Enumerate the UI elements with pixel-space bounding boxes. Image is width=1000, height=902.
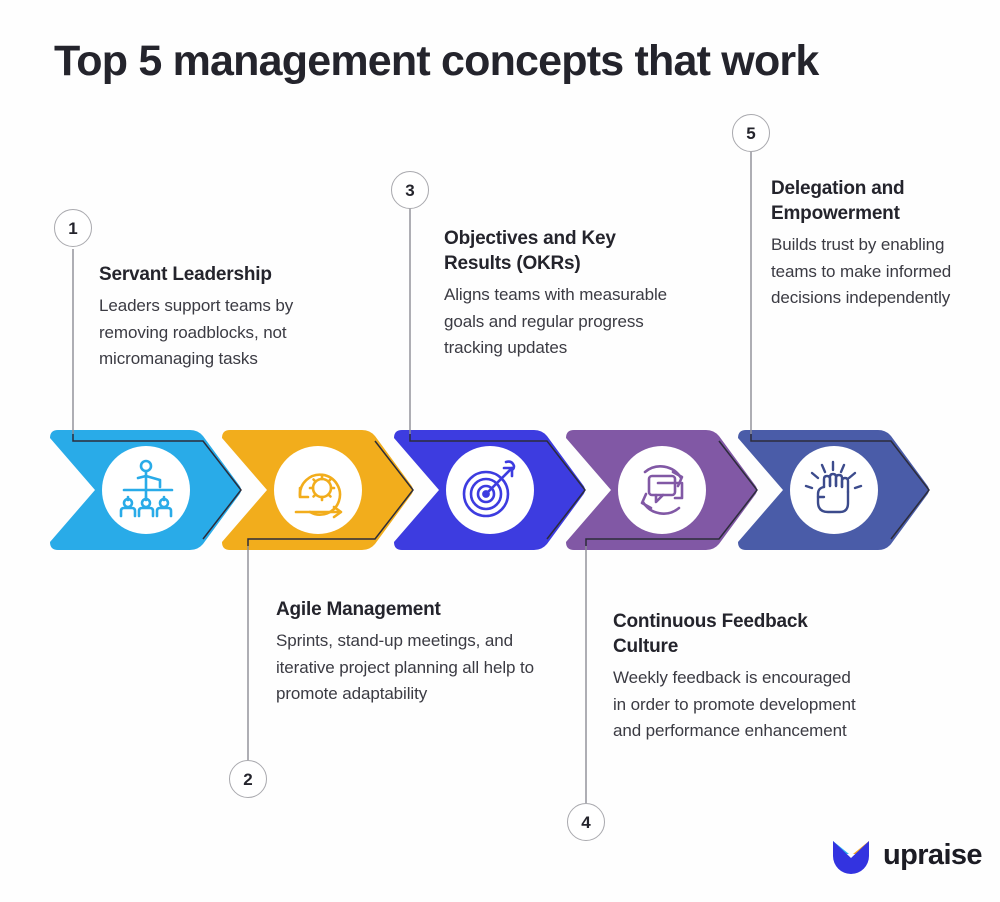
upraise-logo-mark: [833, 841, 869, 874]
step-badge-number: 4: [581, 812, 591, 832]
step-title-1: Servant Leadership: [99, 264, 272, 285]
upraise-logo[interactable]: upraise: [828, 832, 983, 878]
step-badge-number: 5: [746, 123, 756, 143]
step-text-3: Objectives and Key Results (OKRs) Aligns…: [444, 226, 676, 362]
step-text-2: Agile Management Sprints, stand-up meeti…: [276, 597, 538, 708]
step-title-4: Continuous Feedback Culture: [613, 611, 808, 658]
step-title-3: Objectives and Key Results (OKRs): [444, 228, 616, 275]
connector-3-trace: [409, 434, 586, 540]
chevron-step-4[interactable]: [566, 430, 757, 550]
step-badge-5[interactable]: 5: [732, 114, 770, 152]
upraise-wordmark: upraise: [883, 838, 983, 871]
chevron-step-5[interactable]: [738, 430, 929, 550]
step-text-1: Servant Leadership Leaders support teams…: [99, 262, 339, 373]
step-title-5: Delegation and Empowerment: [771, 178, 905, 225]
step-body-1: Leaders support teams by removing roadbl…: [99, 296, 294, 369]
step-body-5: Builds trust by enabling teams to make i…: [771, 235, 952, 308]
step-text-5: Delegation and Empowerment Builds trust …: [771, 176, 983, 312]
connector-4-trace: [585, 440, 758, 546]
step-text-4: Continuous Feedback Culture Weekly feedb…: [613, 609, 861, 745]
step-body-4: Weekly feedback is encouraged in order t…: [613, 668, 856, 741]
chevron-step-2[interactable]: [222, 430, 413, 550]
step-badge-2[interactable]: 2: [229, 760, 267, 798]
page-title: Top 5 management concepts that work: [54, 37, 819, 85]
step-title-2: Agile Management: [276, 599, 441, 620]
connector-1-trace: [72, 434, 242, 540]
step-badge-number: 3: [405, 180, 415, 200]
connector-5-trace: [750, 434, 930, 540]
chevron-step-3[interactable]: [394, 430, 585, 550]
chevron-step-1[interactable]: [50, 430, 241, 550]
step-badge-1[interactable]: 1: [54, 209, 92, 247]
step-body-3: Aligns teams with measurable goals and r…: [444, 285, 668, 358]
step-badge-number: 2: [243, 769, 253, 789]
step-badge-3[interactable]: 3: [391, 171, 429, 209]
step-badge-number: 1: [68, 218, 78, 238]
connector-2-trace: [247, 440, 414, 546]
step-body-2: Sprints, stand-up meetings, and iterativ…: [276, 631, 534, 704]
step-badge-4[interactable]: 4: [567, 803, 605, 841]
